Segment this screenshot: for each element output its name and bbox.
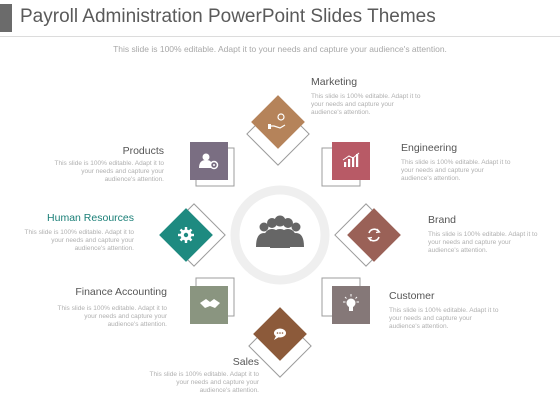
sales-desc: This slide is 100% editable. Adapt it to…	[149, 371, 259, 394]
chat-bubble-icon	[274, 328, 286, 340]
engineering-node	[321, 142, 370, 187]
finance-desc: This slide is 100% editable. Adapt it to…	[57, 305, 167, 328]
handshake-icon	[200, 299, 220, 308]
products-title: Products	[122, 145, 164, 157]
user-settings-icon	[199, 153, 219, 170]
finance-node	[190, 277, 235, 324]
products-node	[190, 142, 235, 187]
gear-icon	[178, 227, 194, 243]
growth-chart-icon	[342, 152, 360, 167]
customer-node	[321, 277, 370, 324]
center-ring	[230, 185, 330, 285]
title-accent	[0, 4, 12, 32]
slide-title: Payroll Administration PowerPoint Slides…	[20, 6, 436, 27]
slide-subtitle: This slide is 100% editable. Adapt it to…	[113, 44, 447, 54]
people-group-icon	[256, 215, 304, 248]
marketing-desc: This slide is 100% editable. Adapt it to…	[311, 93, 421, 116]
human-resources-node	[159, 203, 226, 267]
products-desc: This slide is 100% editable. Adapt it to…	[54, 160, 164, 183]
lightbulb-icon	[343, 294, 359, 311]
sales-node	[248, 307, 312, 378]
brand-desc: This slide is 100% editable. Adapt it to…	[428, 231, 538, 254]
engineering-title: Engineering	[401, 142, 458, 154]
brand-title: Brand	[428, 214, 457, 226]
brand-node	[334, 203, 401, 267]
marketing-node	[246, 95, 310, 166]
customer-title: Customer	[389, 290, 435, 302]
finance-title: Finance Accounting	[75, 286, 167, 298]
refresh-icon	[367, 228, 381, 242]
hand-money-icon	[268, 113, 286, 129]
customer-desc: This slide is 100% editable. Adapt it to…	[389, 307, 499, 330]
title-bar: Payroll Administration PowerPoint Slides…	[0, 0, 560, 37]
engineering-desc: This slide is 100% editable. Adapt it to…	[401, 159, 511, 182]
human-resources-desc: This slide is 100% editable. Adapt it to…	[24, 229, 134, 252]
sales-title: Sales	[232, 356, 259, 368]
marketing-title: Marketing	[311, 76, 358, 88]
human-resources-title: Human Resources	[47, 212, 134, 224]
